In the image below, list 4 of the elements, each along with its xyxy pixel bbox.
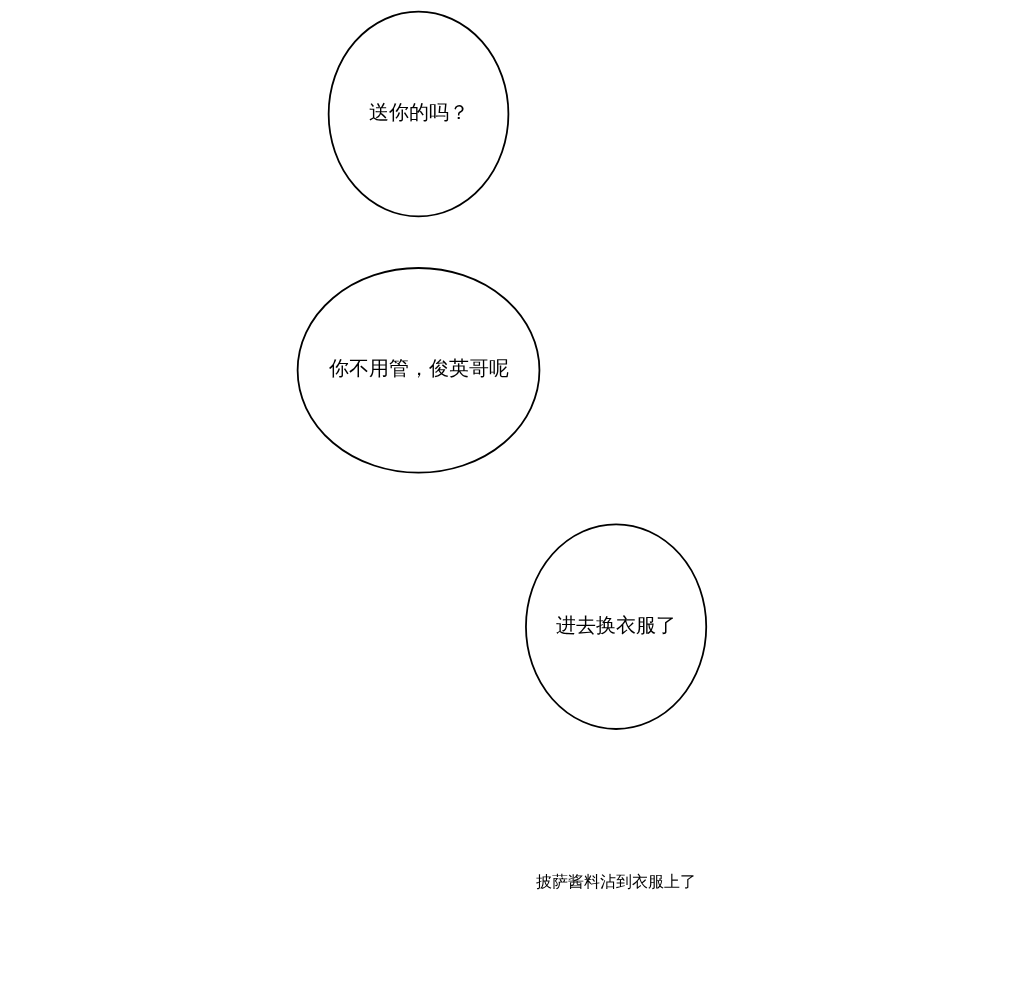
node-ellipse: 你不用管，俊英哥呢	[296, 267, 541, 474]
label: 披萨酱料沾到衣服上了	[536, 871, 697, 891]
node-ellipse: 进去换衣服了	[525, 523, 708, 730]
node-ellipse: 送你的吗？	[327, 10, 510, 218]
